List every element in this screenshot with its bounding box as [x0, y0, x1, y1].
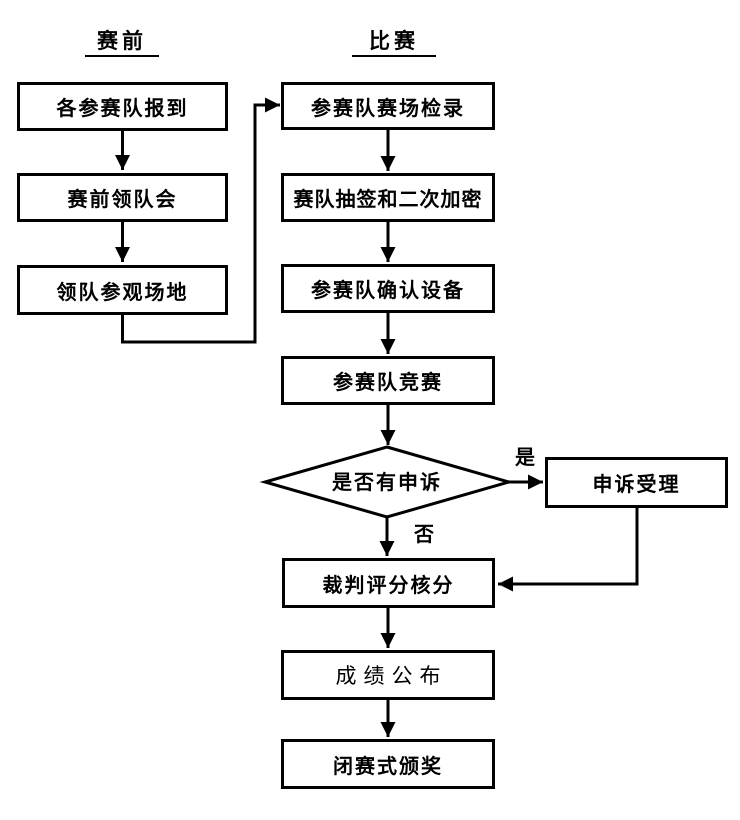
- header-competition: 比赛: [352, 30, 436, 57]
- node-draw-encryption: 赛队抽签和二次加密: [281, 173, 495, 222]
- node-results-publish: 成绩公布: [281, 650, 495, 700]
- node-arena-checkin: 参赛队赛场检录: [281, 82, 495, 130]
- node-equipment-confirm: 参赛队确认设备: [281, 264, 495, 313]
- decision-appeal-label: 是否有申诉: [332, 470, 442, 494]
- node-closing-ceremony: 闭赛式颁奖: [281, 739, 495, 789]
- node-venue-visit: 领队参观场地: [17, 265, 228, 315]
- header-pre-competition: 赛前: [85, 30, 159, 57]
- node-leader-meeting: 赛前领队会: [17, 173, 228, 222]
- arrow-appeal-to-scoring: [498, 508, 639, 592]
- node-judge-scoring: 裁判评分核分: [282, 558, 495, 608]
- node-appeal-accept: 申诉受理: [545, 457, 728, 508]
- label-no: 否: [414, 522, 434, 546]
- node-team-compete: 参赛队竞赛: [281, 356, 495, 405]
- node-team-checkin: 各参赛队报到: [17, 82, 228, 131]
- arrow-visit-to-arena-checkin: [121, 97, 280, 344]
- decision-diamond-shape: [259, 445, 515, 519]
- label-yes: 是: [515, 445, 535, 469]
